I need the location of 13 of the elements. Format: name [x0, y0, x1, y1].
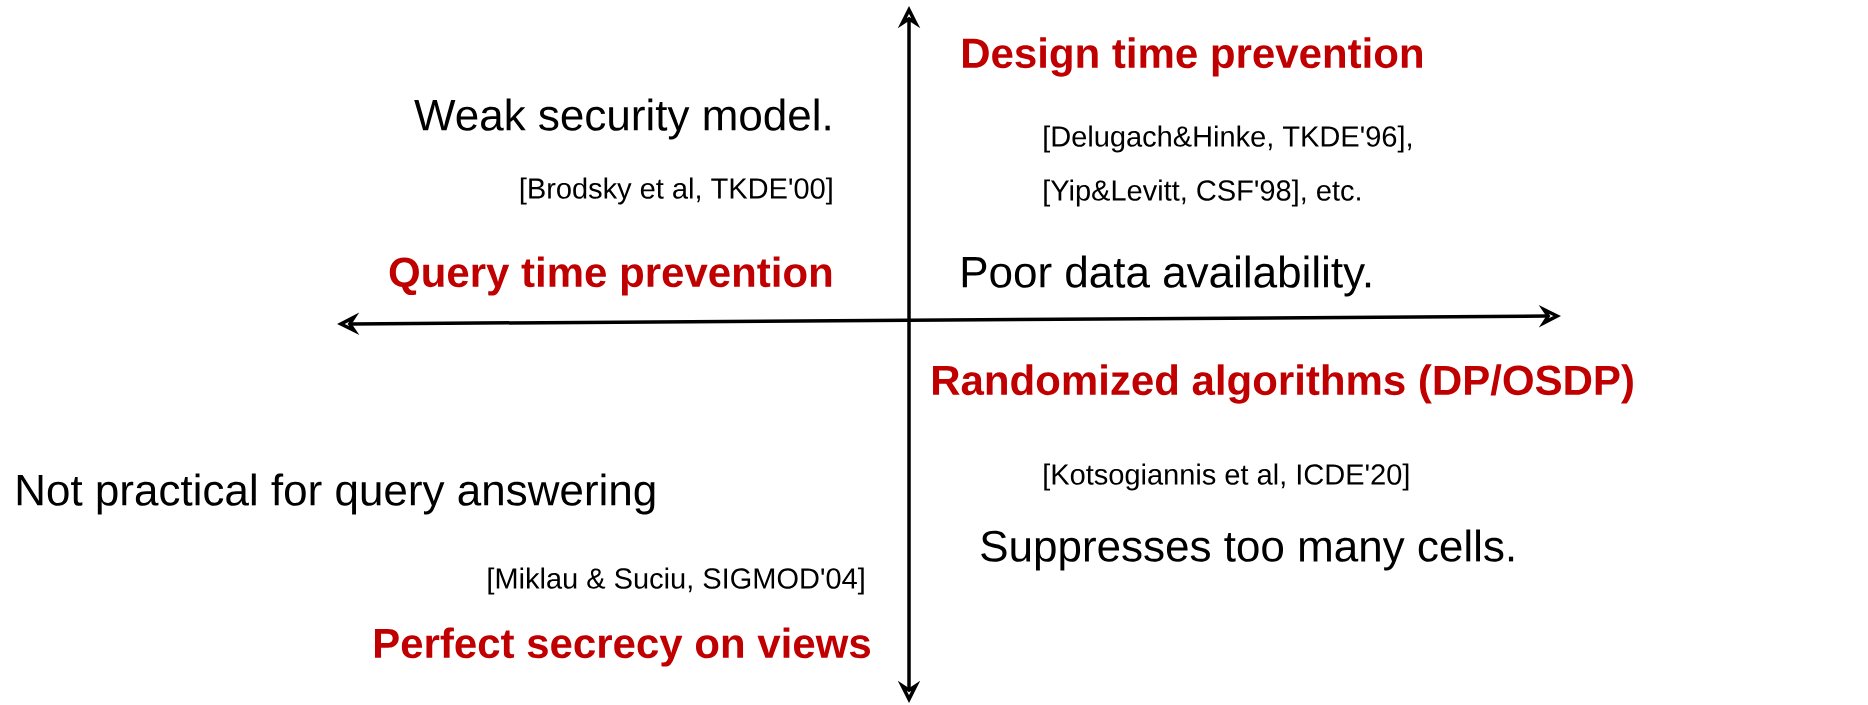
quadrant-heading: Randomized algorithms (DP/OSDP): [933, 364, 1633, 404]
citation: [Kotsogiannis et al, ICDE'20]: [1044, 463, 1409, 491]
quadrant-note: Weak security model.: [414, 98, 830, 140]
citation: [Brodsky et al, TKDE'00]: [520, 177, 832, 205]
citation: [Yip&Levitt, CSF'98], etc.: [1044, 179, 1360, 207]
quadrant-heading: Design time prevention: [963, 37, 1422, 77]
citation: [Miklau & Suciu, SIGMOD'04]: [488, 567, 864, 595]
citation: [Delugach&Hinke, TKDE'96],: [1044, 125, 1411, 153]
quadrant-note: Suppresses too many cells.: [981, 529, 1514, 571]
quadrant-heading: Perfect secrecy on views: [375, 627, 870, 667]
quadrant-note: Not practical for query answering: [17, 473, 655, 515]
quadrant-heading: Query time prevention: [389, 256, 832, 296]
quadrant-note: Poor data availability.: [962, 255, 1371, 297]
